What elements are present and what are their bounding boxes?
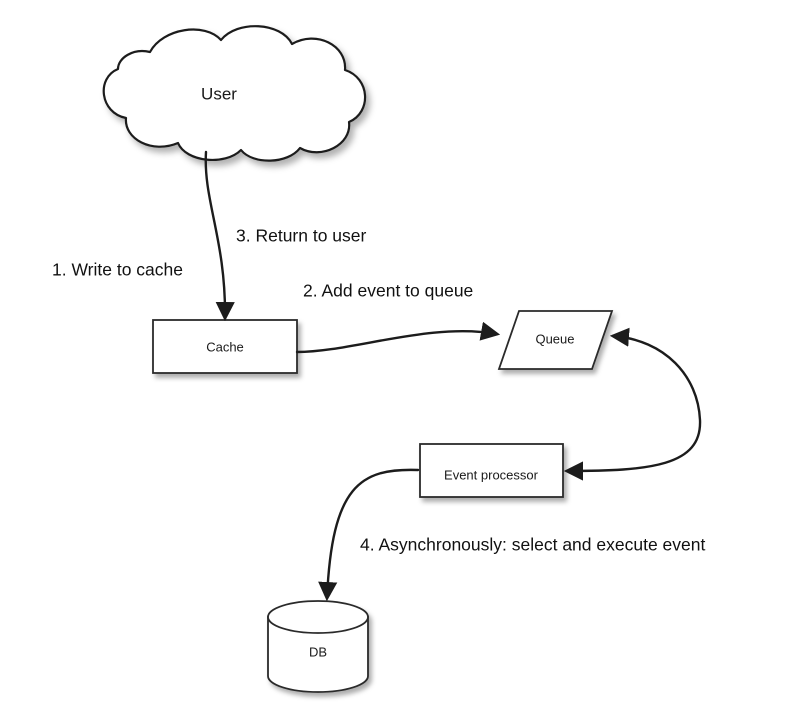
node-cache-label: Cache bbox=[206, 339, 244, 354]
node-db-label: DB bbox=[309, 644, 327, 659]
step-label-2: 2. Add event to queue bbox=[303, 281, 473, 301]
node-event-processor[interactable]: Event processor bbox=[419, 443, 564, 498]
step-label-3: 3. Return to user bbox=[236, 226, 367, 246]
connector-event-processor-to-db bbox=[318, 468, 420, 602]
node-user[interactable]: User bbox=[102, 25, 367, 162]
step-label-1: 1. Write to cache bbox=[52, 260, 183, 280]
node-queue-label: Queue bbox=[535, 331, 574, 346]
connector-user-to-cache bbox=[204, 150, 235, 322]
node-user-label: User bbox=[201, 84, 237, 103]
node-cache[interactable]: Cache bbox=[152, 319, 298, 374]
node-event-processor-label: Event processor bbox=[444, 467, 539, 482]
step-label-4: 4. Asynchronously: select and execute ev… bbox=[360, 535, 705, 555]
connector-queue-event-processor bbox=[563, 327, 702, 481]
node-db[interactable]: DB bbox=[267, 600, 369, 693]
connector-cache-to-queue bbox=[295, 321, 501, 354]
node-queue[interactable]: Queue bbox=[497, 310, 614, 370]
